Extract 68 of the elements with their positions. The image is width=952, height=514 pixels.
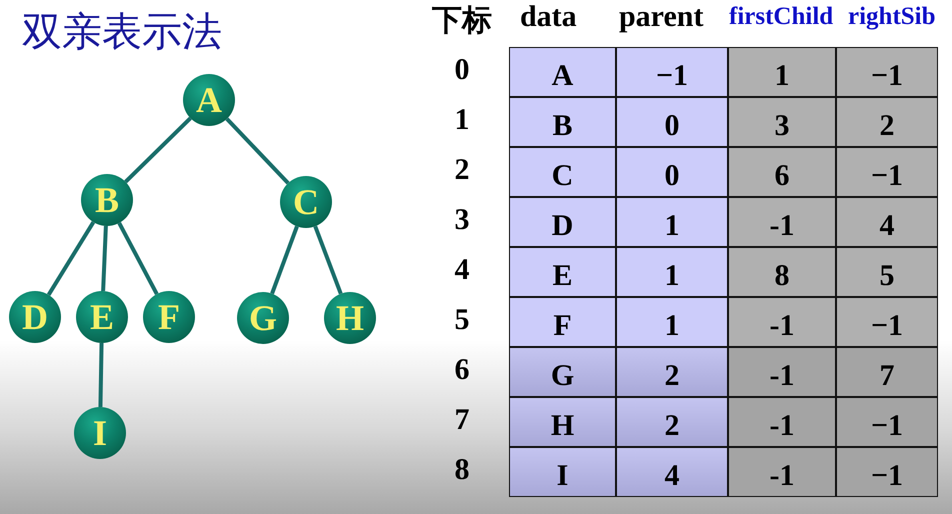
table-cell: -1 xyxy=(728,297,836,347)
table-cell: I xyxy=(509,447,616,497)
tree-edge xyxy=(225,117,290,185)
table-cell: 0 xyxy=(616,147,728,197)
row-index: 8 xyxy=(454,453,470,487)
title: 双亲表示法 xyxy=(22,8,222,57)
tree-edge xyxy=(101,226,108,292)
table-cell: 1 xyxy=(616,247,728,297)
table-cell: 1 xyxy=(616,297,728,347)
tree-node: C xyxy=(280,176,332,228)
tree-node: A xyxy=(183,74,235,126)
column-header: 下标 xyxy=(432,3,492,39)
table-cell: E xyxy=(509,247,616,297)
table-cell: −1 xyxy=(836,147,938,197)
row-index: 1 xyxy=(454,103,470,137)
tree-edge xyxy=(117,222,159,295)
table-cell: -1 xyxy=(728,447,836,497)
table-cell: 1 xyxy=(728,47,836,97)
tree-node: F xyxy=(143,291,195,343)
table-cell: G xyxy=(509,347,616,397)
table-cell: H xyxy=(509,397,616,447)
table-cell: 2 xyxy=(616,397,728,447)
table-cell: −1 xyxy=(836,47,938,97)
column-header: data xyxy=(520,0,577,34)
table-cell: −1 xyxy=(836,297,938,347)
table-cell: −1 xyxy=(616,47,728,97)
table-cell: −1 xyxy=(836,397,938,447)
table-cell: -1 xyxy=(728,397,836,447)
tree-node: I xyxy=(74,407,126,459)
table-cell: 2 xyxy=(616,347,728,397)
tree-node: G xyxy=(237,292,289,344)
table-cell: A xyxy=(509,47,616,97)
table-cell: 6 xyxy=(728,147,836,197)
tree-edge xyxy=(313,226,343,294)
table-cell: 0 xyxy=(616,97,728,147)
table-cell: 8 xyxy=(728,247,836,297)
tree-node: H xyxy=(324,292,376,344)
tree-node: D xyxy=(9,291,61,343)
row-index: 0 xyxy=(454,53,470,87)
table-cell: 1 xyxy=(616,197,728,247)
row-index: 6 xyxy=(454,353,470,387)
row-index: 5 xyxy=(454,303,470,337)
table-cell: B xyxy=(509,97,616,147)
tree-edge xyxy=(270,226,299,294)
column-header: firstChild xyxy=(729,3,834,31)
tree-edge xyxy=(46,221,96,296)
column-header: parent xyxy=(619,0,704,34)
column-header: rightSib xyxy=(848,3,936,31)
table-cell: F xyxy=(509,297,616,347)
table-cell: -1 xyxy=(728,197,836,247)
tree-edge xyxy=(124,116,192,184)
table-cell: C xyxy=(509,147,616,197)
table-cell: 4 xyxy=(836,197,938,247)
tree-edge xyxy=(98,342,104,408)
row-index: 7 xyxy=(454,403,470,437)
table-cell: 3 xyxy=(728,97,836,147)
row-index: 2 xyxy=(454,153,470,187)
row-index: 3 xyxy=(454,203,470,237)
table-cell: D xyxy=(509,197,616,247)
tree-node: B xyxy=(81,174,133,226)
table-cell: −1 xyxy=(836,447,938,497)
table-cell: 2 xyxy=(836,97,938,147)
row-index: 4 xyxy=(454,253,470,287)
table-cell: 5 xyxy=(836,247,938,297)
tree-node: E xyxy=(76,291,128,343)
table-cell: 4 xyxy=(616,447,728,497)
table-cell: 7 xyxy=(836,347,938,397)
table-cell: -1 xyxy=(728,347,836,397)
